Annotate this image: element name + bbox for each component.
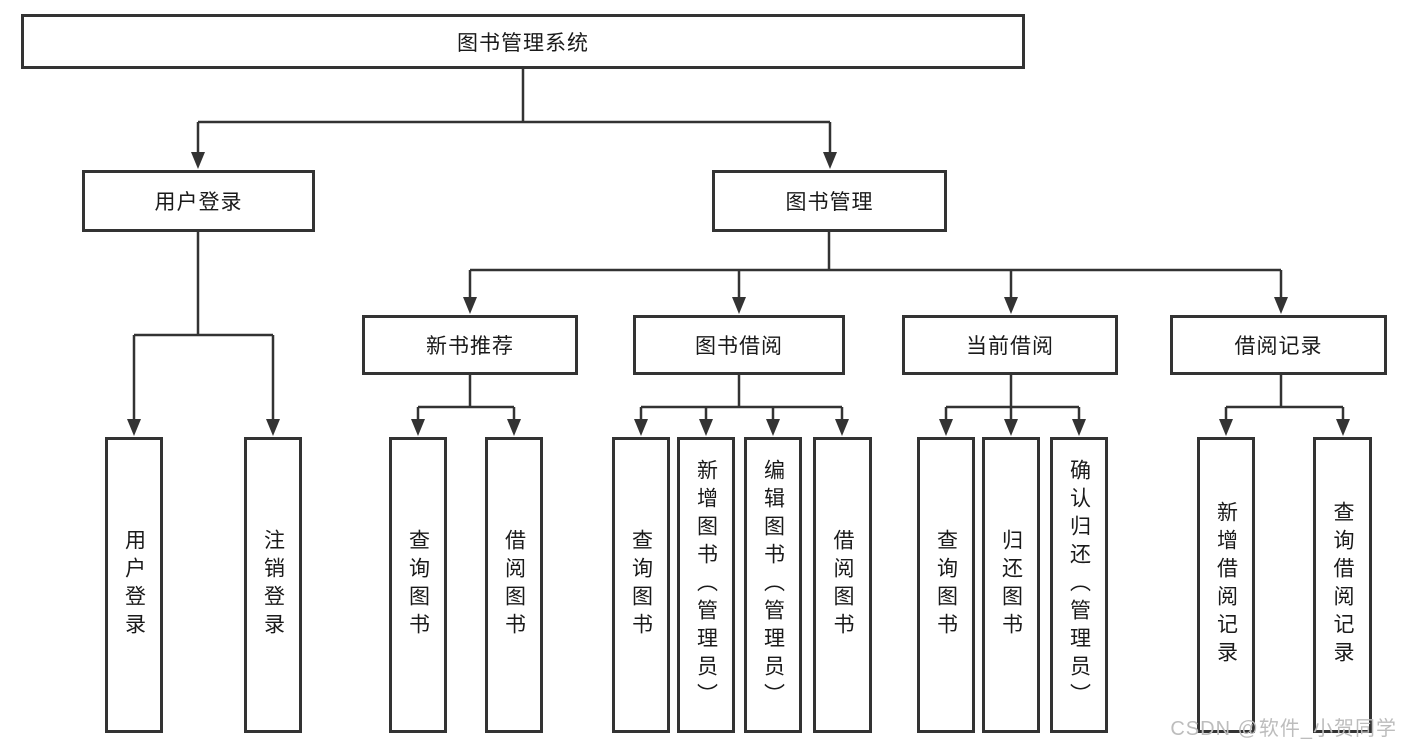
node-current-borrowing: 当前借阅 bbox=[902, 315, 1118, 375]
node-current-borrowing-label: 当前借阅 bbox=[966, 335, 1054, 358]
node-book-borrowing: 图书借阅 bbox=[633, 315, 845, 375]
leaf-add-book-admin-label: 新增图书（管理员） bbox=[694, 459, 718, 711]
leaf-user-login-label: 用户登录 bbox=[122, 529, 146, 641]
leaf-edit-book-admin: 编辑图书（管理员） bbox=[744, 437, 802, 733]
leaf-confirm-return-admin: 确认归还（管理员） bbox=[1050, 437, 1108, 733]
leaf-return-book-label: 归还图书 bbox=[999, 529, 1023, 641]
node-book-management-label: 图书管理 bbox=[785, 191, 874, 214]
node-user-login: 用户登录 bbox=[82, 170, 315, 232]
leaf-borrow-books-borrowing-label: 借阅图书 bbox=[831, 529, 855, 641]
csdn-watermark: CSDN @软件_小贺同学 bbox=[1170, 718, 1397, 740]
leaf-edit-book-admin-label: 编辑图书（管理员） bbox=[761, 459, 785, 711]
leaf-query-borrow-record: 查询借阅记录 bbox=[1313, 437, 1372, 733]
leaf-user-login: 用户登录 bbox=[105, 437, 163, 733]
leaf-borrow-books-recommend-label: 借阅图书 bbox=[502, 529, 526, 641]
node-book-borrowing-label: 图书借阅 bbox=[695, 335, 783, 358]
leaf-add-book-admin: 新增图书（管理员） bbox=[677, 437, 735, 733]
leaf-query-books-current: 查询图书 bbox=[917, 437, 975, 733]
leaf-logout: 注销登录 bbox=[244, 437, 302, 733]
leaf-query-borrow-record-label: 查询借阅记录 bbox=[1331, 501, 1355, 669]
leaf-query-books-recommend: 查询图书 bbox=[389, 437, 447, 733]
node-book-management: 图书管理 bbox=[712, 170, 947, 232]
leaf-return-book: 归还图书 bbox=[982, 437, 1040, 733]
leaf-query-books-borrowing-label: 查询图书 bbox=[629, 529, 653, 641]
node-library-management-system-label: 图书管理系统 bbox=[457, 31, 589, 55]
node-borrow-records: 借阅记录 bbox=[1170, 315, 1387, 375]
leaf-borrow-books-borrowing: 借阅图书 bbox=[813, 437, 872, 733]
leaf-query-books-recommend-label: 查询图书 bbox=[406, 529, 430, 641]
node-user-login-label: 用户登录 bbox=[154, 191, 243, 214]
leaf-logout-label: 注销登录 bbox=[261, 529, 285, 641]
leaf-add-borrow-record-label: 新增借阅记录 bbox=[1214, 501, 1238, 669]
leaf-borrow-books-recommend: 借阅图书 bbox=[485, 437, 543, 733]
leaf-query-books-current-label: 查询图书 bbox=[934, 529, 958, 641]
leaf-confirm-return-admin-label: 确认归还（管理员） bbox=[1067, 459, 1091, 711]
node-library-management-system: 图书管理系统 bbox=[21, 14, 1025, 69]
node-new-book-recommendation-label: 新书推荐 bbox=[426, 335, 514, 358]
leaf-query-books-borrowing: 查询图书 bbox=[612, 437, 670, 733]
leaf-add-borrow-record: 新增借阅记录 bbox=[1197, 437, 1255, 733]
node-borrow-records-label: 借阅记录 bbox=[1234, 335, 1323, 358]
node-new-book-recommendation: 新书推荐 bbox=[362, 315, 578, 375]
